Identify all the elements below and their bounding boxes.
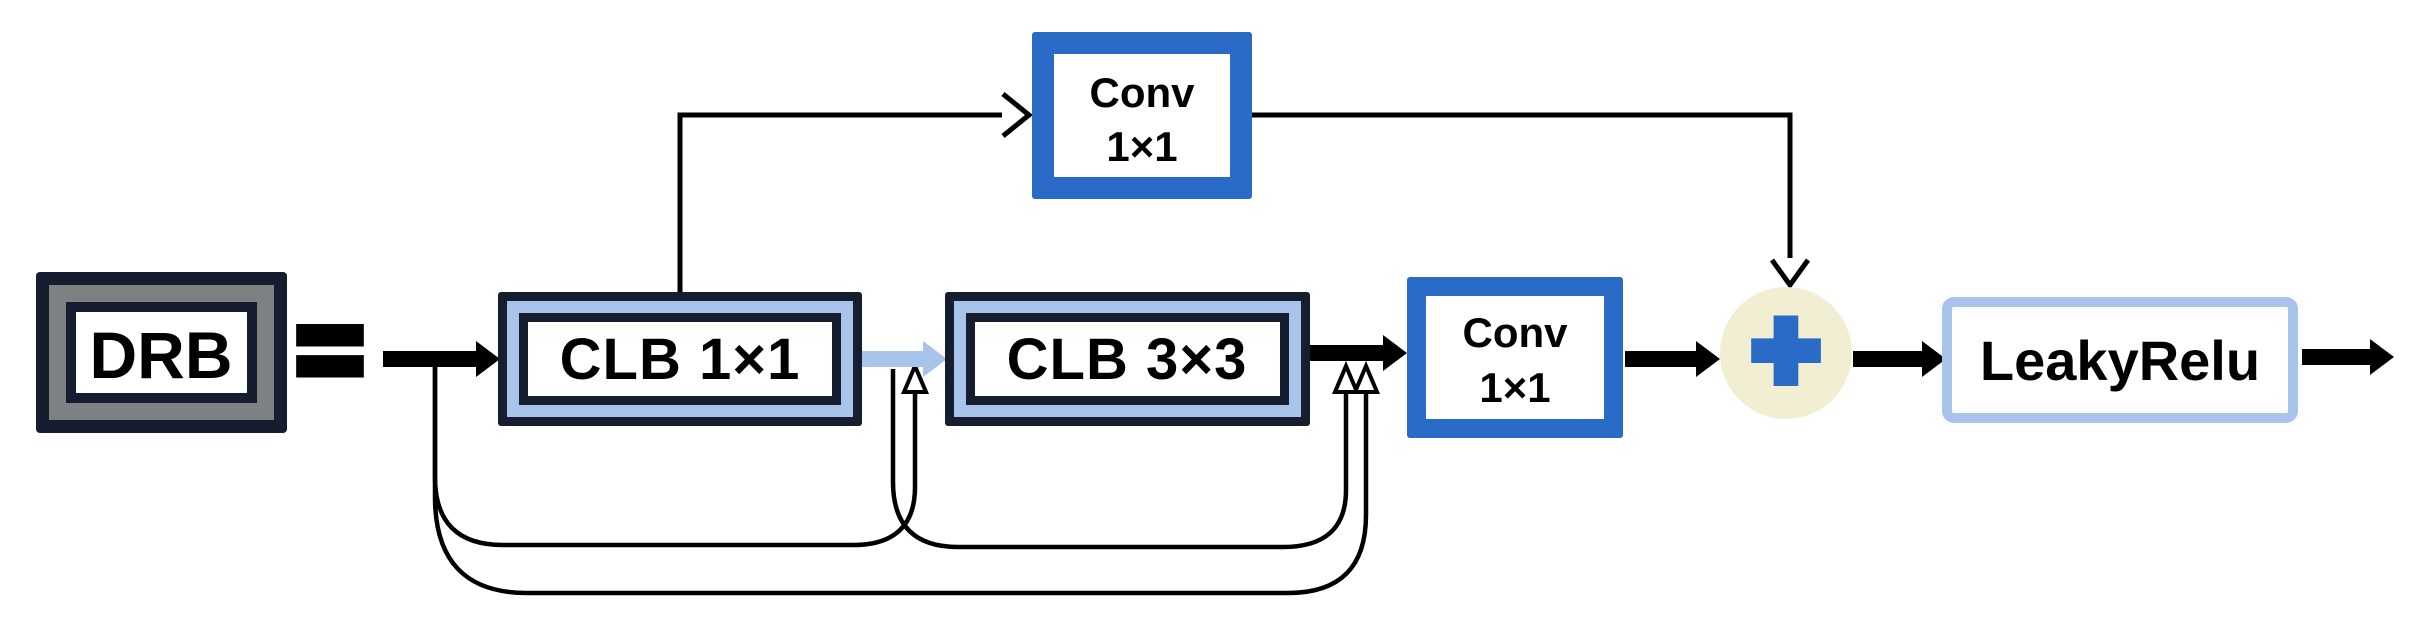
input-arrow [383, 341, 500, 377]
conv-top-inner-fill [1054, 54, 1230, 177]
conv-to-sum-arrow [1625, 341, 1720, 377]
conv-out-label-line2: 1×1 [1479, 364, 1550, 411]
skip-input-to-conv-line [432, 362, 1369, 596]
conv-out-block: Conv 1×1 [1407, 277, 1623, 438]
up-arrowhead-icon [1351, 360, 1381, 394]
leakyrelu-label: LeakyRelu [1980, 329, 2260, 392]
sum-to-leakyrelu-arrow [1853, 341, 1946, 377]
clb3-to-conv-arrow [1310, 335, 1407, 371]
output-arrow [2302, 339, 2394, 375]
skip-input-to-clb3-line [432, 362, 918, 548]
clb3-inner-fill [975, 322, 1280, 396]
plus-icon: + [1752, 286, 1819, 414]
up-arrowhead-icon [900, 360, 930, 394]
clb1-to-conv-top-connector [677, 92, 1033, 293]
clb1-to-clb3-arrow [862, 341, 947, 377]
drb-block: DRB [36, 272, 287, 433]
conv-out-inner-fill [1426, 296, 1604, 419]
right-arrowhead-icon [1001, 92, 1033, 138]
skip-input-to-conv [432, 360, 1381, 596]
down-arrowhead-icon [1769, 258, 1811, 290]
equals-sign: = [296, 286, 363, 414]
leakyrelu-border [1942, 297, 2298, 423]
clb1-label: CLB 1×1 [560, 327, 801, 392]
sum-node: + [1720, 280, 1852, 420]
skip-input-to-clb3 [432, 360, 930, 548]
drb-label: DRB [90, 318, 233, 392]
conv-top-label-line2: 1×1 [1106, 123, 1177, 170]
up-arrowhead-icon [1331, 360, 1361, 394]
skip-clb1-to-conv-line [890, 369, 1349, 550]
clb3-label: CLB 3×3 [1007, 327, 1248, 392]
conv-top-to-sum-connector [1252, 112, 1811, 290]
sum-circle [1720, 287, 1852, 419]
skip-clb1-to-conv [890, 360, 1361, 550]
conv-top-block: Conv 1×1 [1032, 32, 1252, 199]
clb1-inner-fill [528, 322, 832, 396]
leakyrelu-block: LeakyRelu [1942, 297, 2298, 423]
drb-inner-fill [76, 312, 247, 393]
clb3-block: CLB 3×3 [945, 292, 1310, 426]
top-branch-line-left [677, 112, 1002, 293]
top-branch-line-right [1252, 112, 1793, 258]
clb1-block: CLB 1×1 [498, 292, 862, 426]
conv-top-label-line1: Conv [1090, 69, 1196, 116]
conv-out-label-line1: Conv [1463, 309, 1569, 356]
